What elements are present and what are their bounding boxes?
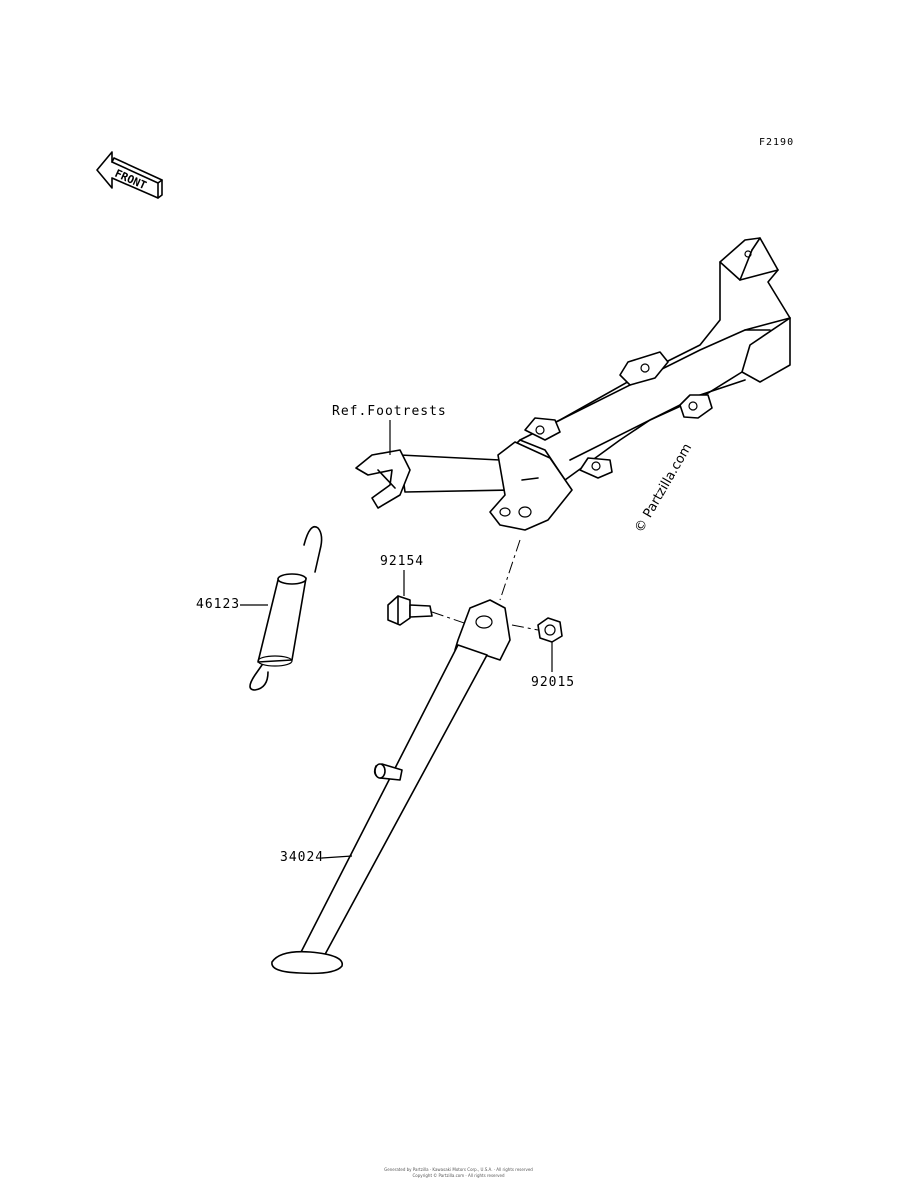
spring bbox=[249, 526, 323, 691]
footer-line-2: Copyright © Partzilla.com · All rights r… bbox=[412, 1173, 505, 1178]
pivot-bolt bbox=[387, 595, 471, 626]
side-stand bbox=[271, 599, 511, 975]
label-34024[interactable]: 34024 bbox=[280, 850, 325, 865]
frame-bracket bbox=[355, 237, 791, 531]
label-92154[interactable]: 92154 bbox=[380, 554, 425, 569]
label-46123[interactable]: 46123 bbox=[196, 597, 241, 612]
label-92015[interactable]: 92015 bbox=[531, 675, 576, 690]
figure-code: F2190 bbox=[759, 137, 795, 148]
nut bbox=[511, 617, 563, 643]
front-arrow-icon: FRONT bbox=[96, 151, 163, 199]
footer-line-1: Generated by Partzilla · Kawasaki Motors… bbox=[384, 1167, 533, 1172]
leader-34024 bbox=[321, 855, 353, 859]
assembly-leader bbox=[499, 539, 521, 601]
label-ref-footrests[interactable]: Ref.Footrests bbox=[332, 404, 447, 419]
